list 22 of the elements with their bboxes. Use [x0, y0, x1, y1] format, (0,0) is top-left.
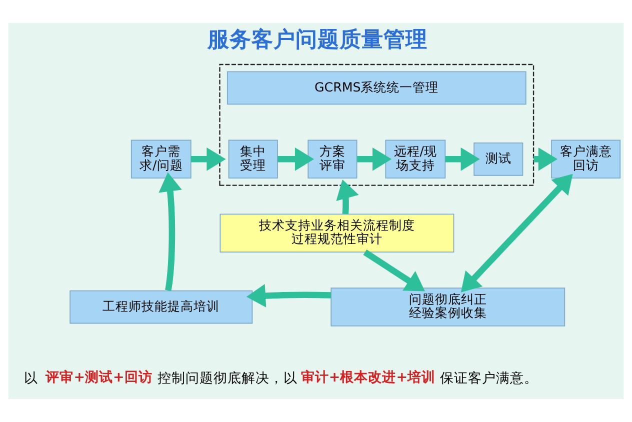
arrow [363, 250, 425, 292]
node-box: 技术支持业务相关流程制度过程规范性审计 [220, 214, 454, 252]
arrow [460, 174, 573, 292]
node-box: 问题彻底纠正经验案例收集 [330, 288, 566, 326]
arrow [278, 147, 314, 171]
arrow [336, 179, 359, 214]
label: 以评审+测试+回访控制问题彻底解决，以审计+根本改进+培训保证客户满意。 [24, 369, 538, 386]
arrow [445, 147, 480, 171]
node-box: 集中受理 [228, 140, 278, 179]
arrow [158, 172, 182, 291]
node-box: GCRMS系统统一管理 [226, 71, 526, 105]
node-box: 客户需求/问题 [130, 140, 192, 179]
arrow [246, 284, 332, 308]
diagram-title: 服务客户问题质量管理 [207, 28, 428, 53]
node-box: 远程/现场支持 [385, 140, 446, 179]
arrow [357, 147, 392, 171]
node-box: 客户满意回访 [551, 140, 621, 179]
cluster [219, 64, 534, 186]
arrow [190, 147, 226, 171]
node-box: 测试 [474, 142, 524, 176]
node-box: 方案评审 [308, 140, 358, 179]
node-box: 工程师技能提高培训 [70, 290, 253, 324]
